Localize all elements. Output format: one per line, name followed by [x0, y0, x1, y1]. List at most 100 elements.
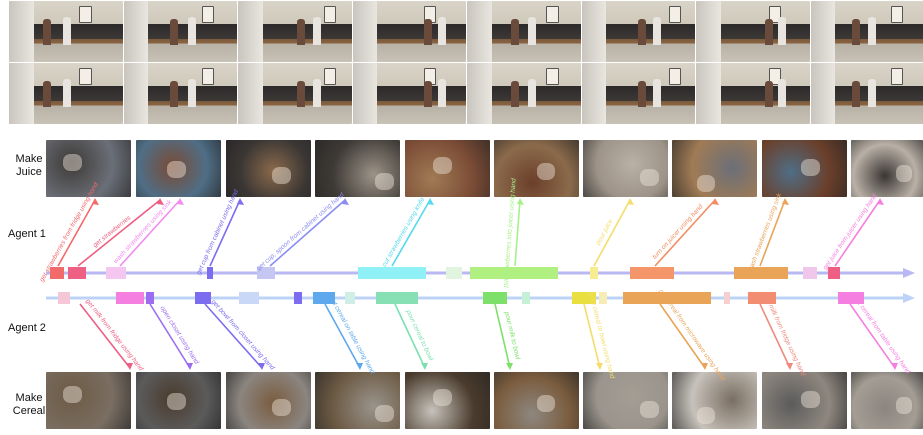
egocentric-frame [136, 372, 221, 429]
egocentric-frame [405, 372, 490, 429]
task-label-cereal: Make Cereal [12, 392, 46, 417]
egocentric-frame [405, 140, 490, 197]
agent2-segment [522, 292, 530, 304]
agent1-segment [590, 267, 598, 279]
agent1-segment [257, 267, 275, 279]
egocentric-frame [762, 140, 847, 197]
agent2-segment [239, 292, 259, 304]
agent1-segment [50, 267, 64, 279]
agent2-segment [599, 292, 607, 304]
agent2-segment [376, 292, 418, 304]
egocentric-frame [226, 140, 311, 197]
kitchen-frame [581, 1, 695, 62]
agent2-connector-arrowhead [891, 363, 898, 370]
egocentric-frame [583, 372, 668, 429]
kitchen-frame [238, 1, 352, 62]
agent2-connector-arrowhead [786, 363, 793, 370]
agent2-action-label: get cereal from table using hand [852, 295, 911, 375]
kitchen-frame [123, 1, 237, 62]
agent2-connector [583, 303, 601, 369]
agent1-connector-arrowhead [177, 198, 184, 205]
agent1-action-label: wash strawberries using sink [747, 192, 783, 273]
kitchen-frame [467, 63, 581, 124]
agent2-action-label: get milk from fridge using hand [762, 294, 806, 378]
agent1-connector [834, 199, 881, 267]
agent1-segment [828, 267, 840, 279]
kitchen-frame [9, 63, 123, 124]
agent2-connector-arrowhead [596, 363, 603, 370]
kitchen-frame [352, 1, 466, 62]
agent2-connector [659, 303, 706, 369]
agent2-connector [324, 303, 361, 369]
agent2-segment [748, 292, 776, 304]
agent1-connector [209, 199, 241, 267]
agent2-segment [313, 292, 335, 304]
agent1-connector-arrowhead [782, 198, 789, 205]
kitchen-frame [810, 63, 923, 124]
agent1-segment [470, 267, 558, 279]
agent2-action-label: open closet using hand [159, 305, 201, 366]
egocentric-frame [315, 372, 400, 429]
agent1-connector [57, 199, 96, 267]
egocentric-frame [851, 372, 923, 429]
agent2-segment [146, 292, 154, 304]
agent1-segment [803, 267, 817, 279]
agent2-connector-arrowhead [258, 363, 265, 370]
agent2-connector-arrowhead [126, 363, 133, 370]
agent2-segment [623, 292, 711, 304]
agent2-action-label: get bowl from closet using hand [210, 299, 276, 372]
agent1-connector-arrowhead [237, 198, 244, 205]
agent2-arrow [903, 293, 915, 303]
kitchen-frame [352, 63, 466, 124]
agent1-segment [207, 267, 213, 279]
agent1-action-label: get cup from cabinet using hand [195, 188, 240, 275]
kitchen-frame [238, 63, 352, 124]
kitchen-frame [123, 63, 237, 124]
agent1-action-label: cut strawberries using knife [381, 196, 427, 268]
egocentric-frame [494, 372, 579, 429]
agent2-connector [394, 303, 426, 369]
agent2-connector [204, 303, 263, 369]
agent2-connector [79, 303, 131, 369]
agent2-connector-arrowhead [356, 363, 363, 370]
egocentric-frame [672, 140, 757, 197]
agent2-segment [58, 292, 70, 304]
agent1-segment [630, 267, 674, 279]
agent1-segment [358, 267, 426, 279]
agent2-connector [149, 303, 191, 369]
egocentric-frame [583, 140, 668, 197]
kitchen-frame [9, 1, 123, 62]
kitchen-frame [696, 1, 810, 62]
agent2-segment [483, 292, 507, 304]
agent1-action-label: get juice from juicer using hand [822, 193, 879, 272]
agent1-action-label: get cup, spoon from cabinet using hand [255, 191, 345, 272]
agent2-segment [195, 292, 211, 304]
agent2-connector-arrowhead [421, 363, 428, 370]
agent1-connector-arrowhead [517, 198, 524, 205]
agent1-connector-arrowhead [342, 198, 349, 205]
agent1-connector [759, 199, 786, 267]
agent2-segment [116, 292, 144, 304]
agent1-segment [446, 267, 462, 279]
agent2-label: Agent 2 [8, 322, 46, 334]
egocentric-frame [851, 140, 923, 197]
agent1-connector-arrowhead [712, 198, 719, 205]
kitchen-frame [810, 1, 923, 62]
agent1-connector [269, 199, 346, 267]
egocentric-frame [494, 140, 579, 197]
egocentric-frame [762, 372, 847, 429]
agent1-connector-arrowhead [157, 198, 164, 205]
task-label-juice: Make Juice [15, 153, 43, 178]
agent2-connector [494, 303, 511, 369]
agent1-connector [593, 199, 631, 267]
agent1-action-label: turn on juicer using hand [651, 203, 704, 261]
agent1-connector [119, 199, 181, 267]
agent1-segment [106, 267, 126, 279]
agent2-segment [572, 292, 596, 304]
agent2-segment [345, 292, 355, 304]
agent2-connector-arrowhead [186, 363, 193, 370]
kitchen-frame [581, 63, 695, 124]
agent1-connector-arrowhead [92, 198, 99, 205]
egocentric-frame [136, 140, 221, 197]
